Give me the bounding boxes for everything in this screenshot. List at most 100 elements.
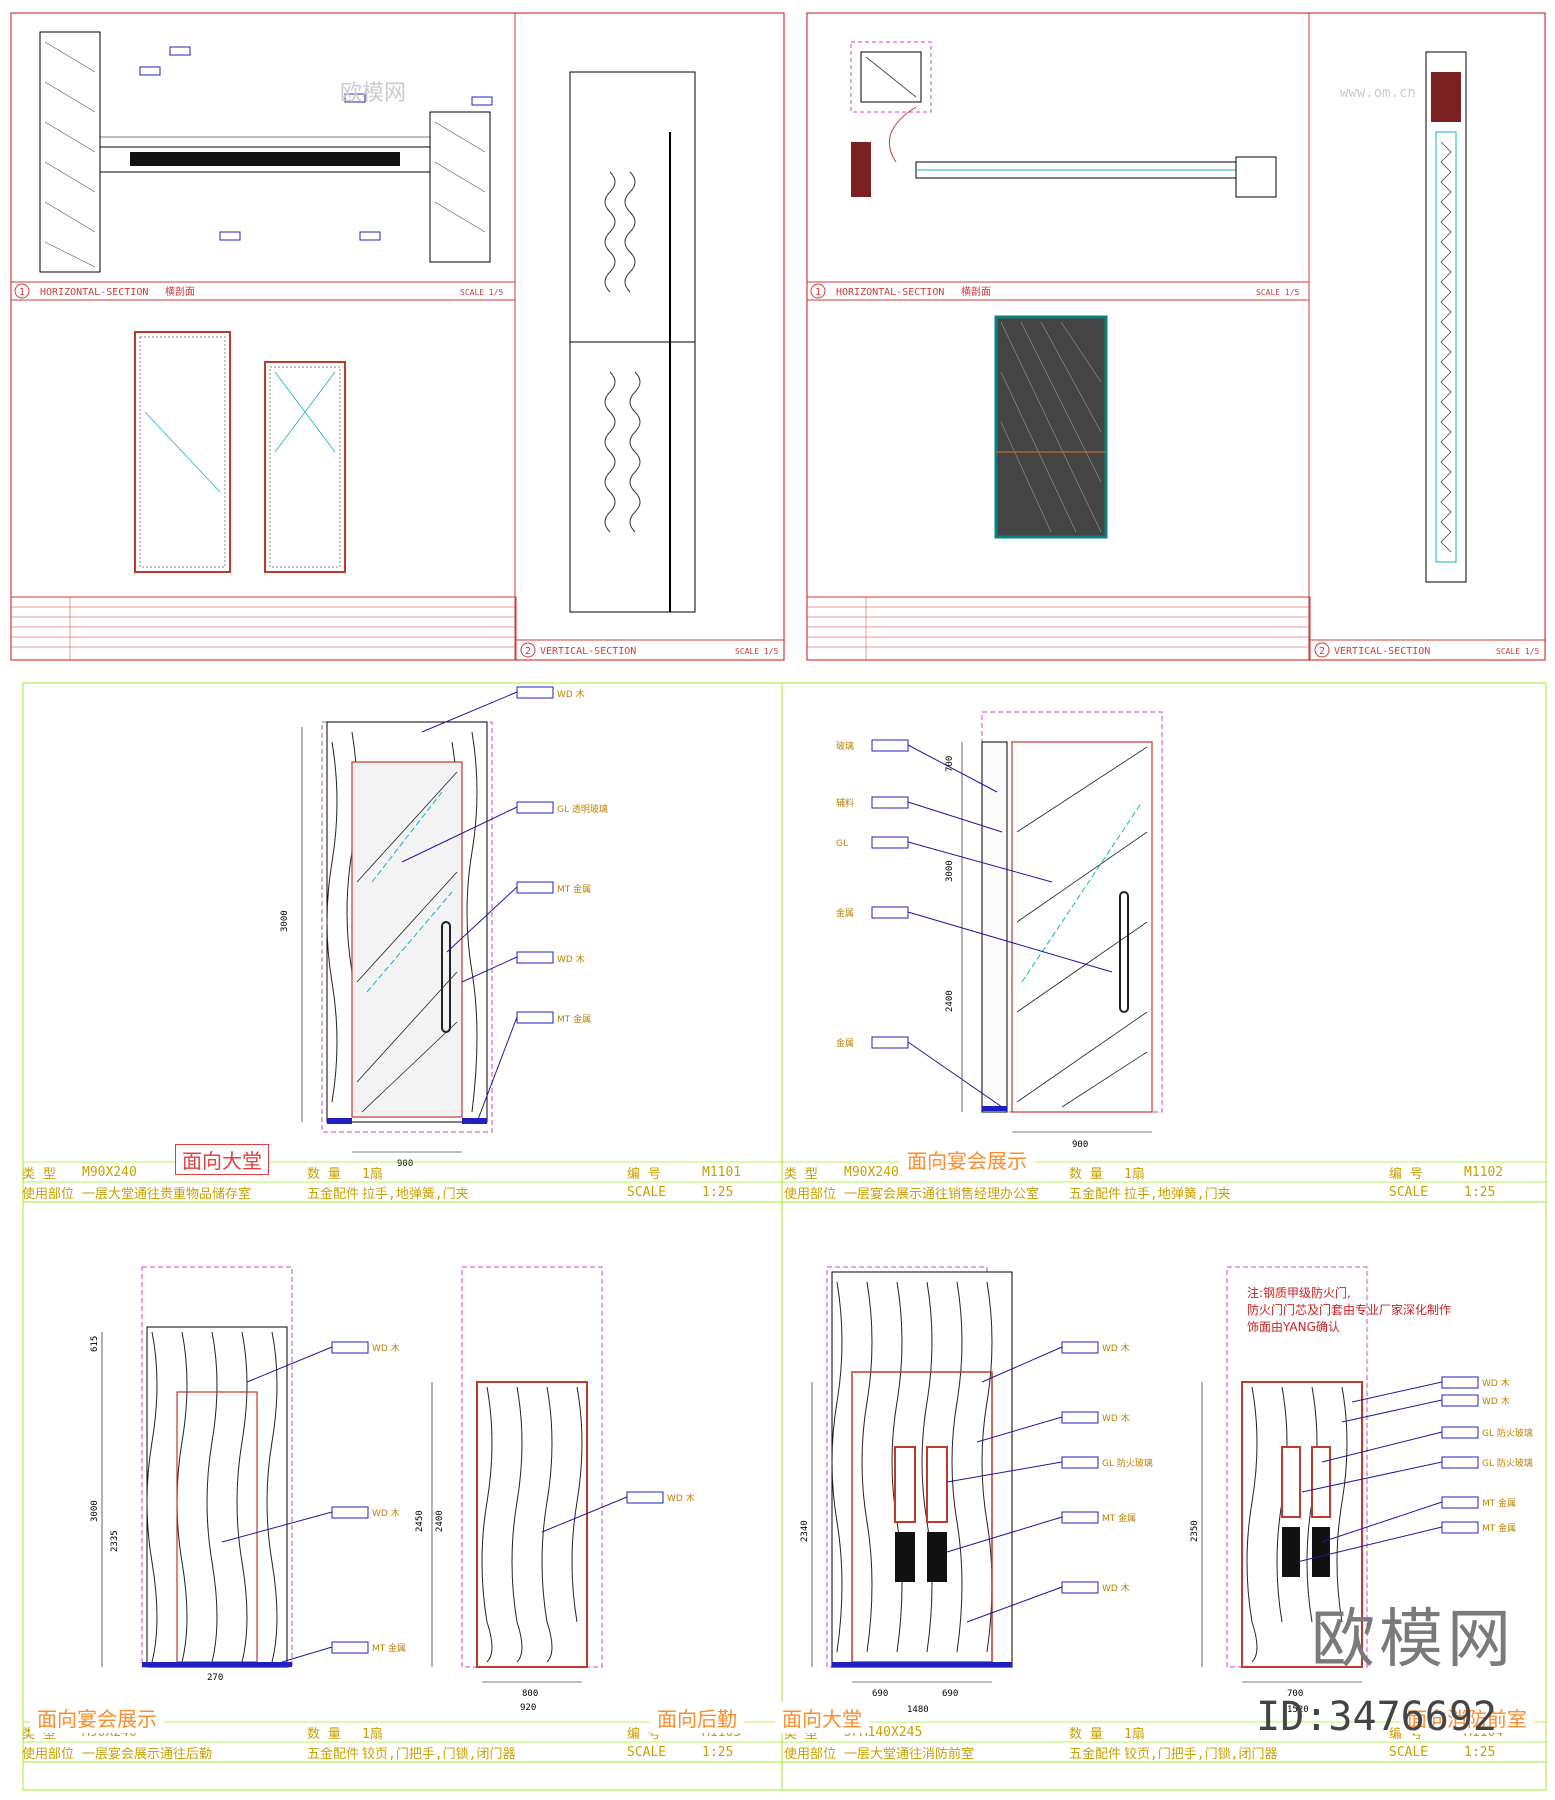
panel-3-caption-2: 面向后勤 xyxy=(650,1702,744,1733)
panel-4-tag-right-4: MT 金属 xyxy=(1482,1497,1516,1509)
p4-qty-label: 数 量 xyxy=(1069,1726,1103,1742)
s2-vertical-title: VERTICAL-SECTION xyxy=(1334,646,1430,657)
p1-type-label: 类 型 xyxy=(22,1166,56,1182)
panel-2-info: 类 型 M90X240 数 量 1扇 编 号 M1102 使用部位 一层宴会展示… xyxy=(784,1162,1544,1202)
panel-4-tags-right xyxy=(1296,1376,1479,1563)
panel-4-note-0: 注:钢质甲级防火门, xyxy=(1247,1285,1351,1300)
p2-use-label: 使用部位 xyxy=(784,1186,837,1202)
panel-3-doors xyxy=(101,1266,603,1683)
p1-use-label: 使用部位 xyxy=(22,1186,75,1202)
sheet-2: 1 HORIZONTAL-SECTION 横剖面 SCALE 1/5 2 VER… xyxy=(806,12,1546,661)
s2-horizontal-title: HORIZONTAL-SECTION xyxy=(836,287,944,298)
p2-scale: 1:25 xyxy=(1464,1184,1496,1200)
panel-3-dim-3: 270 xyxy=(207,1673,223,1683)
panel-3-dim-4: 2450 xyxy=(415,1510,425,1532)
panel-1-dim-width: 900 xyxy=(397,1159,413,1169)
s1-horizontal-cn: 横剖面 xyxy=(165,285,195,298)
panel-4-tag-right-1: WD 木 xyxy=(1482,1395,1510,1407)
p1-hw: 拉手,地弹簧,门夹 xyxy=(362,1186,469,1202)
panel-4-tag-left-3: MT 金属 xyxy=(1102,1512,1136,1524)
panel-3-tag-1: WD 木 xyxy=(372,1507,400,1519)
panel-4-caption: 面向大堂 xyxy=(775,1702,869,1733)
p1-code: M1101 xyxy=(702,1164,742,1180)
panel-1-tag-2: MT 金属 xyxy=(557,883,591,895)
svg-text:1: 1 xyxy=(815,287,821,298)
horizontal-section-drawing xyxy=(39,31,491,283)
p1-scale: 1:25 xyxy=(702,1184,734,1200)
panel-3-tag-0: WD 木 xyxy=(372,1342,400,1354)
p3-qty: 1扇 xyxy=(362,1726,383,1742)
svg-text:2: 2 xyxy=(525,646,531,657)
p1-use: 一层大堂通往贵重物品储存室 xyxy=(82,1186,252,1202)
panel-2-tag-1: 辅料 xyxy=(836,797,854,809)
panel-4-dim-6: 1520 xyxy=(1287,1705,1309,1715)
panel-1-info: 类 型 M90X240 数 量 1扇 编 号 M1101 使用部位 一层大堂通往… xyxy=(22,1162,782,1202)
panel-2-dim-1: 3000 xyxy=(945,860,955,882)
s2-horizontal-section xyxy=(850,41,1277,198)
panel-4-tag-left-1: WD 木 xyxy=(1102,1412,1130,1424)
s2-vertical-scale: SCALE 1/5 xyxy=(1496,647,1540,656)
p1-qty: 1扇 xyxy=(362,1166,383,1182)
p1-code-label: 编 号 xyxy=(627,1166,661,1182)
p2-qty: 1扇 xyxy=(1124,1166,1145,1182)
p2-code: M1102 xyxy=(1464,1164,1504,1180)
p3-hw: 铰页,门把手,门锁,闭门器 xyxy=(362,1746,516,1762)
p3-use: 一层宴会展示通往后勤 xyxy=(82,1746,213,1762)
panel-3-dim-0: 615 xyxy=(90,1336,100,1352)
panel-3-dim-6: 800 xyxy=(522,1689,538,1699)
p4-hw: 铰页,门把手,门锁,闭门器 xyxy=(1124,1746,1278,1762)
panel-4-tag-right-3: GL 防火玻璃 xyxy=(1482,1457,1533,1469)
panel-1-tag-1: GL 透明玻璃 xyxy=(557,803,608,815)
panel-2-tag-2: GL xyxy=(836,839,848,849)
panel-4-note-1: 防火门门芯及门套由专业厂家深化制作 xyxy=(1247,1302,1451,1317)
panel-2-dim-3: 900 xyxy=(1072,1140,1088,1150)
s2-scale: SCALE 1/5 xyxy=(1256,288,1300,297)
s1-door-elevations xyxy=(134,331,346,573)
p4-use-label: 使用部位 xyxy=(784,1746,837,1762)
p3-scale: 1:25 xyxy=(702,1744,734,1760)
p2-code-label: 编 号 xyxy=(1389,1166,1423,1182)
elevation-sheet: WD 木 GL 透明玻璃 MT 金属 WD 木 MT 金属 3000 900 玻… xyxy=(22,682,1547,1791)
panel-3-tag-2: MT 金属 xyxy=(372,1642,406,1654)
p2-qty-label: 数 量 xyxy=(1069,1166,1103,1182)
p3-scale-label: SCALE xyxy=(627,1744,667,1760)
panel-2-caption: 面向宴会展示 xyxy=(900,1144,1034,1175)
panel-4-dim-5: 700 xyxy=(1287,1689,1303,1699)
watermark-logo: 欧模网 xyxy=(1311,1603,1515,1677)
panel-3-dim-5: 2400 xyxy=(435,1510,445,1532)
sheet-1: 1 HORIZONTAL-SECTION 横剖面 SCALE 1/5 2 VER… xyxy=(10,12,785,661)
s1-horizontal-title: HORIZONTAL-SECTION xyxy=(40,287,148,298)
p4-scale-label: SCALE xyxy=(1389,1744,1429,1760)
p3-hw-label: 五金配件 xyxy=(307,1746,360,1762)
panel-4-tag-left-0: WD 木 xyxy=(1102,1342,1130,1354)
p1-type: M90X240 xyxy=(82,1164,137,1180)
watermark-repeat: 欧模网 xyxy=(340,81,407,106)
panel-4-doors xyxy=(811,1266,1368,1683)
panel-3-tag-3: WD 木 xyxy=(667,1492,695,1504)
s1-vertical-section xyxy=(569,71,696,613)
panel-3-dim-2: 2335 xyxy=(110,1530,120,1552)
s1-vertical-title: VERTICAL-SECTION xyxy=(540,646,636,657)
panel-2-tags xyxy=(871,739,1113,1108)
panel-2-tag-0: 玻璃 xyxy=(836,740,854,752)
panel-4-dim-0: 2340 xyxy=(800,1520,810,1542)
p3-use-label: 使用部位 xyxy=(22,1746,75,1762)
p1-hw-label: 五金配件 xyxy=(307,1186,360,1202)
p2-hw-label: 五金配件 xyxy=(1069,1186,1122,1202)
p2-use: 一层宴会展示通往销售经理办公室 xyxy=(844,1186,1040,1202)
p1-qty-label: 数 量 xyxy=(307,1166,341,1182)
panel-2-dim-0: 700 xyxy=(945,756,955,772)
panel-4-tag-right-2: GL 防火玻璃 xyxy=(1482,1427,1533,1439)
panel-3-dim-1: 3000 xyxy=(90,1500,100,1522)
panel-1-dim-height: 3000 xyxy=(280,910,290,932)
s1-vertical-scale: SCALE 1/5 xyxy=(735,647,779,656)
panel-4-tag-right-5: MT 金属 xyxy=(1482,1522,1516,1534)
panel-2-tag-3: 金属 xyxy=(836,907,854,919)
panel-2-tag-4: 金属 xyxy=(836,1037,854,1049)
panel-4-dim-3: 1480 xyxy=(907,1705,929,1715)
p4-use: 一层大堂通往消防前室 xyxy=(844,1746,975,1762)
p3-qty-label: 数 量 xyxy=(307,1726,341,1742)
panel-4-tag-right-0: WD 木 xyxy=(1482,1377,1510,1389)
panel-1-tag-0: WD 木 xyxy=(557,688,585,700)
panel-1-door xyxy=(301,721,493,1153)
